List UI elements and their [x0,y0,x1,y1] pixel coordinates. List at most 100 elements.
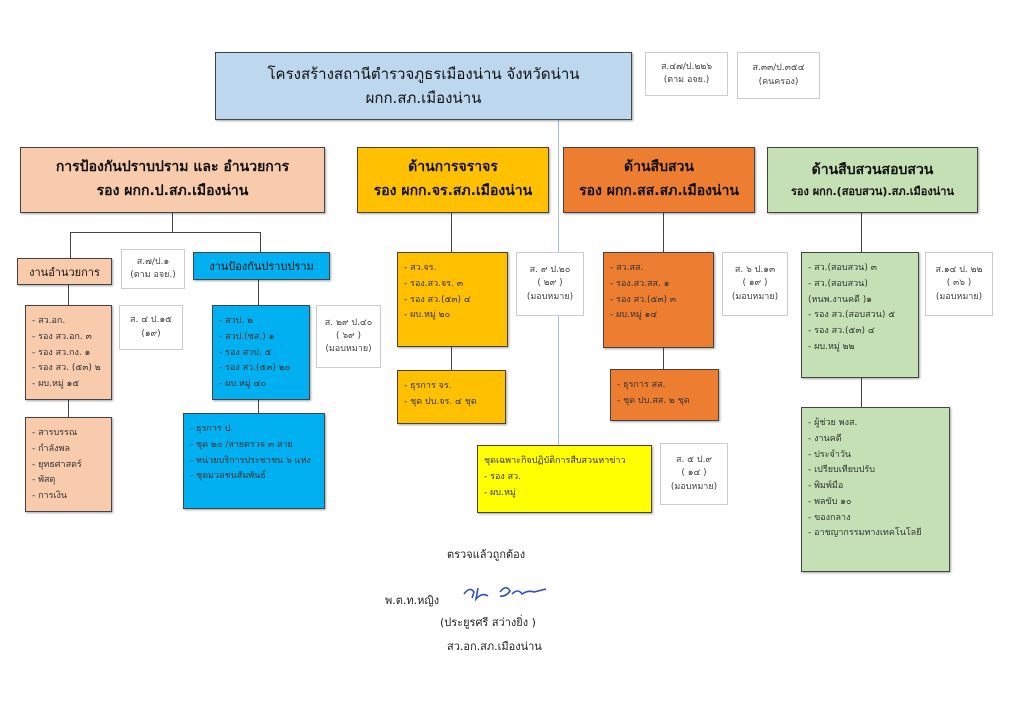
investigation-staff-list: - สว.สส.- รอง.สว.สส. ๑- รอง สว.(๕๓) ๓- ผ… [603,252,714,348]
list-item: - ชุด ปบ.จร. ๔ ชุด [404,396,477,407]
list-item: - รอง สว.อก. ๓ [32,331,92,342]
prevent-unit: งานป้องกันปราบปราม [193,252,330,280]
list-item: - ผบ.หมู่ ๑๔ [610,310,658,321]
admin-unit-note: ส.๗/ป.๑ (ตาม อจย.) [121,249,185,289]
note-text: ส. ๔ ป.๑๕ [130,315,172,326]
prevent-staff-list: - สวป. ๒ - สวป.(ชส.) ๑ - รอง สวป. ๕ - รอง ส… [212,305,310,400]
list-item: ชุดเฉพาะกิจปฏิบัติการสืบสวนหาข่าว [484,456,626,466]
list-item: (หนพ.งานคดี )๑ [808,294,872,305]
special-ops-note: ส. ๕ ป.๙ ( ๑๔ ) (มอบหมาย) [660,443,728,505]
note-text: (มอบหมาย) [526,291,574,302]
note-text: ส.๔๗/ป.๒๒๖ [660,61,713,72]
list-item: - พลขับ ๑๐ [808,496,852,507]
admin-staff-note: ส. ๔ ป.๑๕ (๑๙) [119,305,183,350]
list-item: - ผบ.หมู่ [484,487,516,498]
list-item: - ผบ.หมู่ ๑๕ [32,379,80,389]
list-item: - ชุด ๒๐ /สายตรวจ ๓ สาย [190,439,293,450]
list-item: - อาชญากรรมทางเทคโนโลยี [808,528,922,539]
division-subtitle: รอง ผกก.สส.สภ.เมืองน่าน [579,183,739,199]
division-inquiry: ด้านสืบสวนสอบสวนรอง ผกก.(สอบสวน).สภ.เมือ… [767,147,978,213]
signer-position: สว.อก.สภ.เมืองน่าน [447,640,542,653]
list-item: - ชุดมวลชนสัมพันธ์ [190,471,266,482]
connector [260,232,261,252]
list-item: - การเงิน [32,491,68,501]
division-subtitle: รอง ผกก.(สอบสวน).สภ.เมืองน่าน [791,184,954,198]
list-item: - สว.จร. [404,263,437,273]
division-title: การป้องกันปราบปราม และ อำนวยการ [55,159,290,176]
note-text: ส. ๕ ป.๙ [675,455,713,466]
note-text: ( ๓๖ ) [946,278,972,289]
division-subtitle: รอง ผกก.จร.สภ.เมืองน่าน [373,183,533,199]
note-text: ( ๑๙ ) [742,278,768,289]
division-investigation: ด้านสืบสวนรอง ผกก.สส.สภ.เมืองน่าน [563,147,755,213]
list-item: - รอง สว.กง. ๑ [32,347,91,358]
prevent-staff-note: ส. ๒๙ ป.๔๐ ( ๖๙ ) (มอบหมาย) [316,305,381,368]
list-item: - รอง สว.(สอบสวน) ๕ [808,310,896,321]
list-item: - ชุด ปบ.สส. ๒ ชุด [617,395,690,406]
handwritten-signature [463,586,547,602]
list-item: - เปรียบเทียบปรับ [808,465,875,476]
list-item: - ของกลาง [808,512,851,523]
list-item: - สว.(สอบสวน) ๓ [808,263,877,273]
note-text: ส. ๙ ป.๒๐ [529,265,571,276]
list-item: - รอง สว.(๕๓) ๔ [808,326,875,336]
note-text: (ตาม อจย.) [663,75,710,85]
signer-rank: พ.ต.ท.หญิง [385,594,440,607]
admin-sections-list: - สารบรรณ- กำลังพล- ยุทธศาสตร์- พัสดุ- ก… [25,417,112,512]
list-item: - สว.สส. [610,263,644,273]
admin-staff-list: - สว.อก. - รอง สว.อก. ๓ - รอง สว.กง. ๑ - รอ… [25,305,112,400]
list-item: - รอง.สว.จร. ๓ [404,278,463,289]
list-item: - รอง สว. [484,471,522,482]
traffic-staff-list: - สว.จร. - รอง.สว.จร. ๓ - รอง สว.(๕๓) ๔ - ผ… [397,252,508,347]
note-text: (ตาม อจย.) [130,270,176,280]
list-item: - ผบ.หมู่ ๒๒ [808,341,855,352]
list-item: - รอง.สว.สส. ๑ [610,278,670,289]
list-item: - กำลังพล [32,443,70,454]
note-text: ( ๖๙ ) [335,330,362,341]
note-text: ส. ๖ ป.๑๓ [734,265,776,276]
note-text: (มอบหมาย) [325,344,372,355]
note-text: (มอบหมาย) [731,291,779,302]
prevent-sections-list: - ธุรการ ป.- ชุด ๒๐ /สายตรวจ ๓ สาย- หน่ว… [183,413,325,509]
division-title: ด้านสืบสวนสอบสวน [811,161,934,178]
note-text: ( ๑๔ ) [681,468,707,479]
list-item: - พิมพ์มือ [808,481,844,491]
title-line2: ผกก.สภ.เมืองน่าน [365,89,482,107]
list-item: - ประจำวัน [808,449,852,460]
connector [70,232,260,233]
note-text: (มอบหมาย) [670,481,718,492]
title-line1: โครงสร้างสถานีตำรวจภูธรเมืองน่าน จังหวัด… [267,65,580,83]
note-staff-actual: ส.๓๓/ป.๓๕๔(คนครอง) [737,52,820,99]
note-text: (๑๙) [141,328,161,339]
list-item: - สารบรรณ [32,428,78,438]
division-prevention: การป้องกันปราบปราม และ อำนวยการรอง ผกก.ป… [20,147,325,213]
note-text: ส.๗/ป.๑ [136,256,170,267]
list-item: - รอง สว.(๕๓) ๔ [404,294,471,305]
list-item: - ยุทธศาสตร์ [32,459,82,470]
list-item: - ธุรการ สส. [617,380,666,390]
investigation-sections-list: - ธุรการ สส. - ชุด ปบ.สส. ๒ ชุด [610,369,719,421]
list-item: - รอง สวป. ๕ [219,347,272,358]
traffic-sections-list: - ธุรการ จร. - ชุด ปบ.จร. ๔ ชุด [397,370,506,424]
note-text: ส.๓๓/ป.๓๕๔ [752,63,805,74]
list-item: - ธุรการ จร. [404,381,452,391]
list-item: - ผู้ช่วย พงส. [808,418,858,428]
inquiry-staff-list: - สว.(สอบสวน) ๓- สว.(สอบสวน) (หนพ.งานคดี… [801,252,919,378]
division-subtitle: รอง ผกก.ป.สภ.เมืองน่าน [96,183,249,199]
list-item: - หน่วยบริการประชาชน ๖ แห่ง [190,455,311,466]
list-item: - สวป.(ชส.) ๑ [219,331,275,342]
list-item: - รอง สว. (๕๓) ๒ [32,363,101,374]
division-title: ด้านสืบสวน [624,159,694,176]
chart-title: โครงสร้างสถานีตำรวจภูธรเมืองน่าน จังหวัด… [215,52,632,120]
connector [172,213,173,232]
list-item: - สวป. ๒ [219,316,254,326]
note-text: ส. ๒๙ ป.๔๐ [324,317,373,328]
note-text: (มอบหมาย) [935,291,983,302]
inquiry-sections-list: - ผู้ช่วย พงส.- งานคดี- ประจำวัน- เปรียบ… [801,407,950,572]
division-traffic: ด้านการจราจรรอง ผกก.จร.สภ.เมืองน่าน [357,147,549,213]
list-item: - สว.อก. [32,316,66,326]
list-item: - รอง สว.(๕๓) ๒๐ [219,363,291,374]
connector [70,232,71,258]
list-item: - ผบ.หมู่ ๔๐ [219,379,266,389]
list-item: - ผบ.หมู่ ๒๐ [404,310,451,321]
